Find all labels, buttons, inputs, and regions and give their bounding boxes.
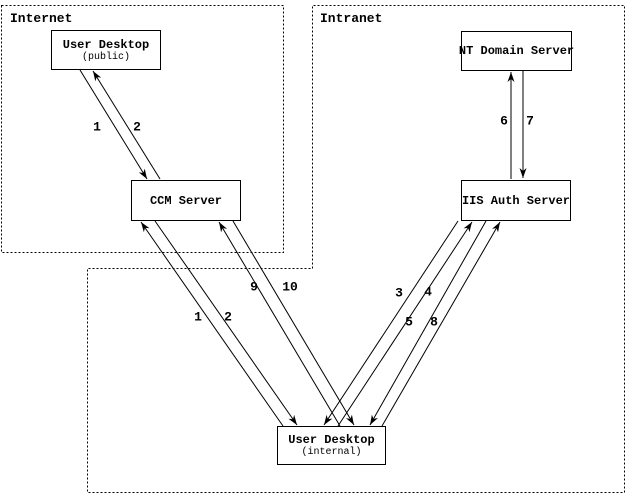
internet-zone-border: [1, 5, 284, 253]
intranet-zone-label: Intranet: [320, 11, 383, 26]
flow-label-4: 4: [424, 284, 432, 300]
flow-lines-internal-desktop-ccm-9-10: [218, 220, 355, 427]
node-title: User Desktop: [62, 37, 150, 52]
node-user-desktop-public: User Desktop (public): [51, 30, 161, 70]
node-iis-auth-server: IIS Auth Server: [461, 180, 571, 221]
flow-label-1-internal: 1: [194, 309, 202, 325]
node-title: NT Domain Server: [458, 44, 575, 58]
intranet-zone-border: [87, 5, 625, 493]
flow-lines-public-desktop-ccm: [79, 69, 161, 180]
flow-label-6: 6: [500, 113, 508, 129]
flow-label-5: 5: [405, 314, 413, 330]
node-subtitle: (public): [81, 51, 130, 63]
flow-lines-iis-nt-domain: [507, 71, 527, 179]
node-user-desktop-internal: User Desktop (internal): [277, 426, 386, 465]
flow-label-3: 3: [395, 285, 403, 301]
flow-label-2-internal: 2: [224, 309, 232, 325]
node-ccm-server: CCM Server: [131, 180, 241, 221]
flow-label-2-public: 2: [133, 119, 141, 135]
flow-label-9: 9: [250, 279, 258, 295]
node-subtitle: (internal): [301, 447, 362, 458]
flow-label-10: 10: [282, 279, 298, 295]
internet-zone-label: Internet: [10, 11, 73, 26]
node-title: IIS Auth Server: [461, 193, 571, 208]
flow-lines-internal-desktop-ccm: [140, 220, 298, 427]
node-nt-domain-server: NT Domain Server: [458, 31, 575, 71]
node-title: CCM Server: [149, 193, 222, 208]
flow-label-8: 8: [430, 314, 438, 330]
flow-lines-internal-desktop-iis: [323, 220, 501, 427]
flow-label-7: 7: [526, 113, 534, 129]
node-title: User Desktop: [288, 433, 375, 447]
flow-label-1-public: 1: [93, 119, 101, 135]
